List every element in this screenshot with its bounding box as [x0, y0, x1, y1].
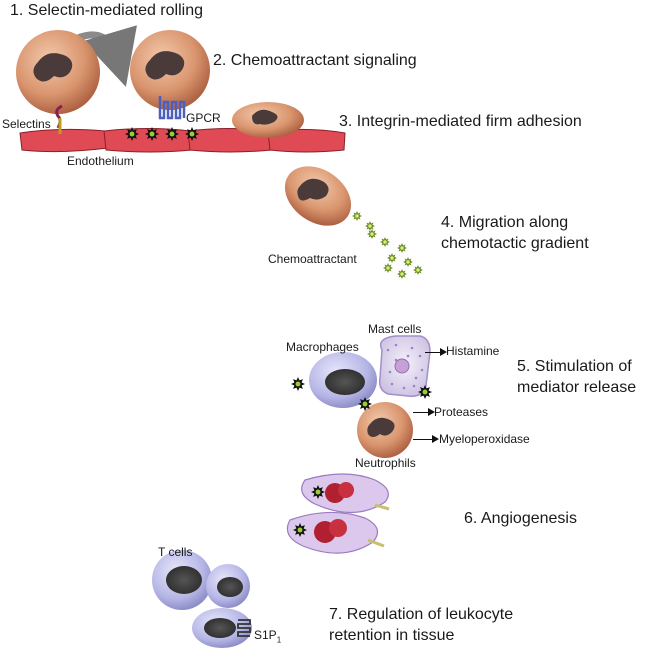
chemokine-star-center: [149, 131, 155, 137]
mast-cell: [378, 335, 431, 398]
step-2-label: 2. Chemoattractant signaling: [213, 52, 417, 69]
step-7-label-line-2: retention in tissue: [329, 627, 455, 644]
myeloperoxidase-arrow: [413, 435, 439, 443]
neutrophil-adhesion: [232, 102, 304, 138]
neutrophil-stimulated: [357, 402, 413, 458]
chemokine-star-center: [355, 214, 359, 218]
proteases-label: Proteases: [434, 405, 489, 419]
step-5-label-line-2: mediator release: [517, 379, 637, 396]
chemokine-markers: [125, 127, 432, 537]
neutrophil-signaling: [130, 30, 210, 110]
chemoattractant-label: Chemoattractant: [268, 252, 357, 266]
t-cells-label: T cells: [158, 545, 193, 559]
chemokine-star-center: [386, 266, 390, 270]
t-cell-3: [192, 608, 252, 648]
step-6-label: 6. Angiogenesis: [464, 510, 577, 527]
chemokine-star-center: [315, 489, 321, 495]
step-5-label-line-1: 5. Stimulation of: [517, 358, 632, 375]
chemokine-star-center: [295, 381, 301, 387]
gpcr-receptor: [158, 96, 186, 120]
macrophages-label: Macrophages: [286, 340, 359, 354]
histamine-label: Histamine: [446, 344, 500, 358]
proteases-arrow: [413, 408, 435, 416]
step-4-label-line-2: chemotactic gradient: [441, 235, 589, 252]
chemokine-star-center: [169, 131, 175, 137]
chemokine-star-center: [129, 131, 135, 137]
neutrophil-rolling: [16, 30, 100, 114]
selectins-label: Selectins: [2, 117, 51, 131]
s1p1-receptor: [237, 619, 251, 637]
chemokine-star-center: [422, 389, 428, 395]
endothelial-sprout-1: [301, 473, 390, 514]
t-cell-2: [206, 564, 250, 608]
endothelial-sprout-2: [286, 511, 385, 554]
chemokine-star-center: [416, 268, 420, 272]
chemokine-star-center: [370, 232, 374, 236]
endothelium-label: Endothelium: [67, 154, 134, 168]
mast-cells-label: Mast cells: [368, 322, 422, 336]
neutrophil-migrating: [284, 166, 352, 226]
histamine-arrow: [425, 348, 447, 356]
step-4-label-line-1: 4. Migration along: [441, 214, 569, 231]
endothelium-cells: [19, 128, 346, 153]
step-3-label: 3. Integrin-mediated firm adhesion: [339, 113, 582, 130]
chemokine-star-center: [390, 256, 394, 260]
step-7-label-line-1: 7. Regulation of leukocyte: [329, 606, 514, 623]
neutrophils-label: Neutrophils: [355, 456, 416, 470]
t-cell-1: [152, 550, 212, 610]
s1p1-label: S1P1: [254, 628, 282, 645]
chemokine-star-center: [189, 131, 195, 137]
chemokine-star-center: [362, 401, 368, 407]
chemokine-star-center: [383, 240, 387, 244]
chemokine-star-center: [400, 246, 404, 250]
chemokine-star-center: [400, 272, 404, 276]
myeloperoxidase-label: Myeloperoxidase: [439, 432, 530, 446]
rolling-arrow: [76, 25, 137, 87]
chemokine-star-center: [406, 260, 410, 264]
gpcr-label: GPCR: [186, 111, 221, 125]
chemokine-star-center: [297, 527, 303, 533]
step-1-label: 1. Selectin-mediated rolling: [10, 2, 203, 19]
macrophage-cell: [309, 352, 377, 408]
chemokine-star-center: [368, 224, 372, 228]
